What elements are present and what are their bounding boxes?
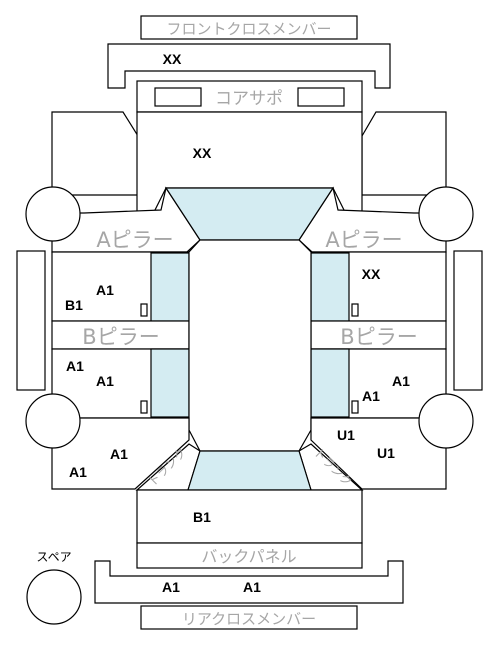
hood-code: XX <box>193 145 212 161</box>
front-fender-left[interactable] <box>51 111 139 196</box>
b-pillar-left-label: Bピラー <box>82 325 159 349</box>
front-door-right-handle <box>351 303 359 317</box>
trunk-code: B1 <box>193 509 211 525</box>
rear-door-left-handle <box>140 400 148 414</box>
front-fender-right[interactable] <box>361 111 447 196</box>
rear-cross-member[interactable] <box>94 560 404 604</box>
roof[interactable] <box>188 239 312 452</box>
rear-cross-member-code-left: A1 <box>162 579 180 595</box>
rear-door-right-code-bottom: A1 <box>362 388 380 404</box>
side-step-right[interactable] <box>453 250 483 391</box>
rear-window[interactable] <box>187 450 312 491</box>
front-door-left-code-b: B1 <box>65 297 83 313</box>
headlight-left <box>154 87 202 107</box>
b-pillar-right-label: Bピラー <box>340 325 417 349</box>
rear-wheel-left[interactable] <box>25 393 81 449</box>
side-step-left[interactable] <box>16 250 46 391</box>
front-door-left-code-a: A1 <box>96 282 114 298</box>
front-cross-member[interactable] <box>107 43 391 89</box>
rear-door-right-handle <box>351 400 359 414</box>
front-cross-member-label-box <box>140 15 358 40</box>
rear-fender-left-code-bottom: A1 <box>69 464 87 480</box>
front-door-left-handle <box>140 303 148 317</box>
rear-door-left-code-top: A1 <box>66 358 84 374</box>
rear-fender-right-code-bottom: U1 <box>377 445 395 461</box>
rear-cross-member-code-right: A1 <box>243 579 261 595</box>
front-cross-member-label: フロントクロスメンバー <box>166 20 331 38</box>
back-panel[interactable] <box>136 542 363 569</box>
front-wheel-left[interactable] <box>25 186 81 242</box>
front-wheel-right[interactable] <box>418 186 474 242</box>
front-cross-member-code: XX <box>163 51 182 67</box>
rear-fender-left-code-top: A1 <box>110 446 128 462</box>
rear-window-right[interactable] <box>310 348 350 418</box>
headlight-right <box>297 87 345 107</box>
rear-window-left[interactable] <box>150 348 190 418</box>
spare-label: スペア <box>36 550 71 564</box>
a-pillar-left-label: Aピラー <box>96 228 173 252</box>
a-pillar-right-label: Aピラー <box>325 228 402 252</box>
front-window-right[interactable] <box>310 252 350 322</box>
rear-door-left-code-bottom: A1 <box>96 373 114 389</box>
b-pillar-left[interactable] <box>51 320 190 350</box>
rear-fender-left[interactable] <box>51 417 190 490</box>
front-door-right-code: XX <box>362 266 381 282</box>
spare-tire[interactable] <box>26 569 82 625</box>
rear-door-right-code-top: A1 <box>392 373 410 389</box>
rear-cross-member-label-box <box>140 605 358 630</box>
rear-cross-member-label: リアクロスメンバー <box>182 610 316 628</box>
rear-fender-right-code-top: U1 <box>337 427 355 443</box>
front-window-left[interactable] <box>150 252 190 322</box>
back-panel-label: バックパネル <box>201 547 296 566</box>
rear-wheel-right[interactable] <box>418 393 474 449</box>
trunk[interactable] <box>136 489 363 544</box>
core-support-label: コアサポ <box>215 89 283 109</box>
